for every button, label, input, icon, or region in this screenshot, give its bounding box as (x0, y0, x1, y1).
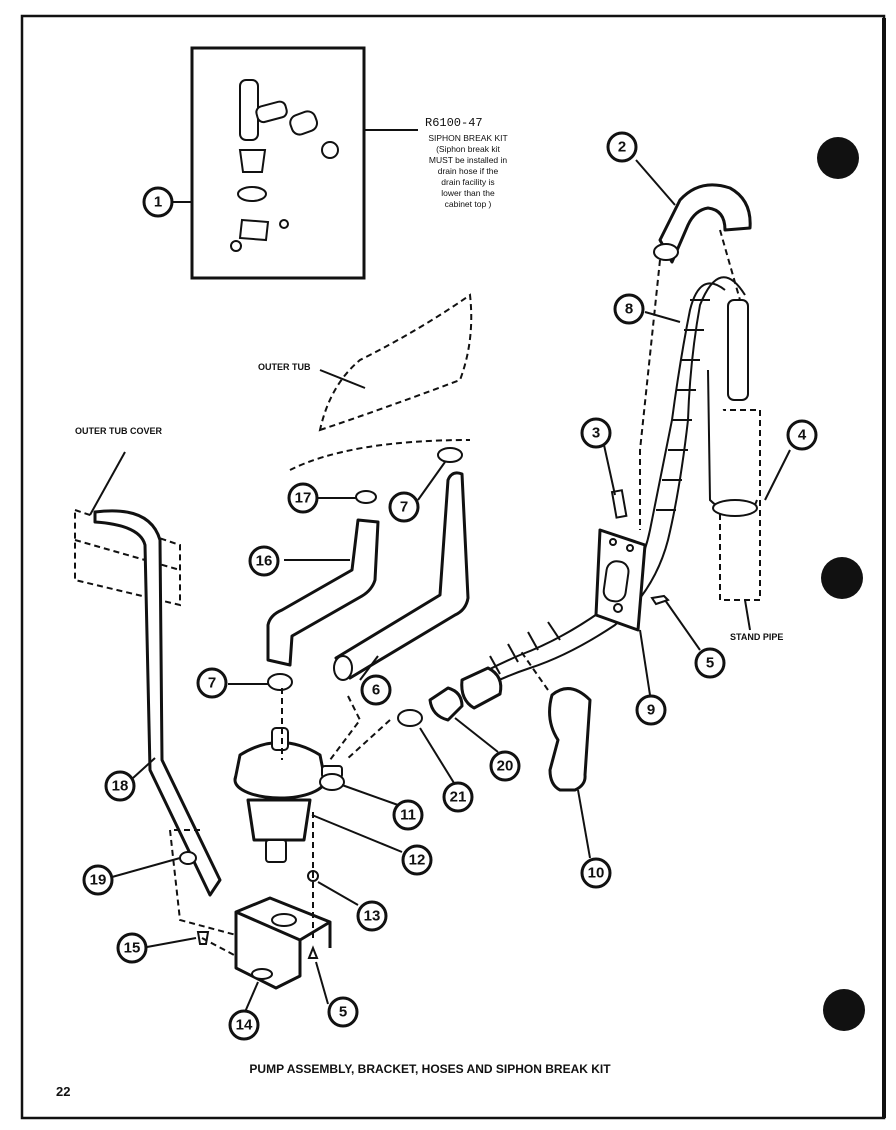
coupling-20 (428, 686, 464, 722)
callout-7-upper: 7 (388, 491, 420, 523)
stand-pipe-top (727, 299, 749, 401)
clip-3 (610, 489, 628, 519)
clamp-7-upper (437, 447, 463, 463)
drain-hose-8 (469, 282, 726, 681)
svg-text:10: 10 (588, 865, 605, 882)
callout-10: 10 (580, 857, 612, 889)
diagram-caption: PUMP ASSEMBLY, BRACKET, HOSES AND SIPHON… (249, 1062, 611, 1076)
kit-line: (Siphon break kit (436, 144, 500, 154)
hose-16 (266, 518, 380, 667)
callout-15: 15 (116, 932, 148, 964)
svg-text:18: 18 (112, 778, 129, 795)
binder-hole (817, 137, 859, 179)
coupling-large (460, 666, 503, 710)
callout-7-lower: 7 (196, 667, 228, 699)
svg-text:9: 9 (647, 702, 655, 719)
svg-text:5: 5 (706, 655, 714, 672)
svg-text:19: 19 (90, 872, 107, 889)
elbow-hose-2 (658, 183, 752, 264)
page-number: 22 (56, 1084, 70, 1099)
hose-18 (93, 509, 222, 897)
callout-5-lower: 5 (327, 996, 359, 1028)
outer-tub-label: OUTER TUB (258, 362, 311, 372)
svg-text:3: 3 (592, 425, 600, 442)
outer-tub-cover-label: OUTER TUB COVER (75, 426, 163, 436)
callout-14: 14 (228, 1009, 260, 1041)
callout-2: 2 (606, 131, 638, 163)
callout-13: 13 (356, 900, 388, 932)
washer-19 (179, 851, 197, 865)
callout-18: 18 (104, 770, 136, 802)
kit-part-number: R6100-47 (425, 116, 483, 130)
callout-12: 12 (401, 844, 433, 876)
clamp-11 (319, 773, 345, 791)
assembly-lines (168, 229, 741, 957)
screw-5-lower (307, 945, 319, 959)
callout-6: 6 (360, 674, 392, 706)
pump-12 (233, 727, 343, 863)
callout-16: 16 (248, 545, 280, 577)
svg-text:16: 16 (256, 553, 273, 570)
kit-line: lower than the (441, 188, 495, 198)
svg-text:8: 8 (625, 301, 633, 318)
outer-tub-outline (289, 293, 473, 471)
svg-text:7: 7 (400, 499, 408, 516)
kit-line: drain hose if the (438, 166, 499, 176)
callout-3: 3 (580, 417, 612, 449)
svg-text:5: 5 (339, 1004, 347, 1021)
svg-text:6: 6 (372, 682, 380, 699)
kit-line: MUST be installed in (429, 155, 508, 165)
svg-text:1: 1 (154, 194, 162, 211)
svg-text:2: 2 (618, 139, 626, 156)
svg-text:21: 21 (450, 789, 467, 806)
siphon-break-kit-parts (230, 79, 339, 252)
kit-line: SIPHON BREAK KIT (428, 133, 507, 143)
callout-8: 8 (613, 293, 645, 325)
siphon-break-kit-box (190, 46, 366, 280)
callout-20: 20 (489, 750, 521, 782)
callout-1: 1 (142, 186, 174, 218)
kit-line: drain facility is (441, 177, 494, 187)
binder-hole (823, 989, 865, 1031)
svg-text:4: 4 (798, 427, 807, 444)
hose-6 (334, 471, 470, 680)
svg-text:7: 7 (208, 675, 216, 692)
kit-line: cabinet top ) (445, 199, 492, 209)
svg-text:13: 13 (364, 908, 381, 925)
clamp-17 (355, 490, 377, 504)
callout-4: 4 (786, 419, 818, 451)
screw-5-upper (650, 594, 670, 606)
callout-21: 21 (442, 781, 474, 813)
clamp-7-lower (267, 673, 293, 691)
hose-ribs (489, 299, 710, 675)
callout-11: 11 (392, 799, 424, 831)
clamp-21 (397, 709, 423, 727)
svg-text:15: 15 (124, 940, 141, 957)
svg-text:11: 11 (400, 807, 416, 824)
stand-pipe-label: STAND PIPE (730, 632, 783, 642)
binder-hole (821, 557, 863, 599)
svg-text:14: 14 (236, 1017, 253, 1034)
clip-10 (548, 687, 592, 792)
callout-5-upper: 5 (694, 647, 726, 679)
svg-text:17: 17 (295, 490, 312, 507)
kit-description: SIPHON BREAK KIT (Siphon break kit MUST … (428, 133, 507, 209)
callout-leaders (111, 159, 791, 1013)
callout-19: 19 (82, 864, 114, 896)
callout-9: 9 (635, 694, 667, 726)
pump-bracket-14 (234, 896, 332, 990)
svg-text:20: 20 (497, 758, 514, 775)
svg-text:12: 12 (409, 852, 426, 869)
callout-17: 17 (287, 482, 319, 514)
